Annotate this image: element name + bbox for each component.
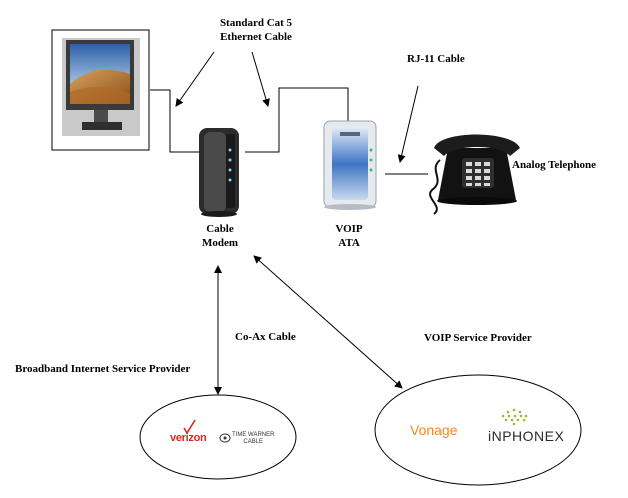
ethernet-cable-modem-ata — [245, 87, 349, 153]
cable-modem-label-line2: Modem — [201, 237, 239, 249]
cable-modem-icon — [199, 128, 239, 217]
inphonex-logo: iNPHONEX — [488, 428, 565, 444]
voip-ata-icon — [323, 120, 377, 210]
isp-ellipse — [139, 394, 297, 480]
analog-telephone-icon — [429, 134, 520, 215]
rj11-cable-label: RJ-11 Cable — [407, 53, 465, 65]
ethernet-cable-label-line2: Ethernet Cable — [220, 31, 292, 43]
time-warner-eye-icon — [219, 433, 231, 443]
voip-ata-label-line2: ATA — [338, 237, 360, 249]
voip-ata-label-line1: VOIP — [335, 223, 363, 235]
voip-service-provider-label: VOIP Service Provider — [424, 332, 532, 344]
time-warner-logo-line2: CABLE — [243, 439, 264, 445]
vonage-logo: Vonage — [410, 422, 458, 438]
ethernet-cable-label-line1: Standard Cat 5 — [219, 17, 293, 29]
ethernet-arrow-left — [175, 51, 215, 107]
cable-modem-label: Cable Modem — [190, 222, 250, 250]
rj11-arrow — [397, 85, 419, 163]
verizon-check-icon — [183, 419, 196, 435]
ethernet-cable-pc-modem — [150, 89, 200, 153]
voip-provider-ellipse — [374, 374, 582, 486]
cable-modem-label-line1: Cable — [206, 223, 234, 235]
analog-telephone-label: Analog Telephone — [512, 159, 597, 171]
inphonex-dots-icon — [501, 408, 528, 426]
coax-cable-label: Co-Ax Cable — [235, 331, 296, 343]
ethernet-cable-label: Standard Cat 5 Ethernet Cable — [196, 16, 316, 44]
time-warner-logo-line1: TIME WARNER — [232, 432, 275, 438]
verizon-logo: verizon — [170, 432, 207, 444]
time-warner-logo: TIME WARNER CABLE — [232, 432, 274, 446]
isp-label: Broadband Internet Service Provider — [15, 363, 191, 375]
voip-ata-label: VOIP ATA — [322, 222, 376, 250]
voip-provider-arrow — [253, 255, 403, 389]
computer-monitor-icon — [51, 29, 150, 151]
ethernet-arrow-right — [251, 51, 270, 107]
